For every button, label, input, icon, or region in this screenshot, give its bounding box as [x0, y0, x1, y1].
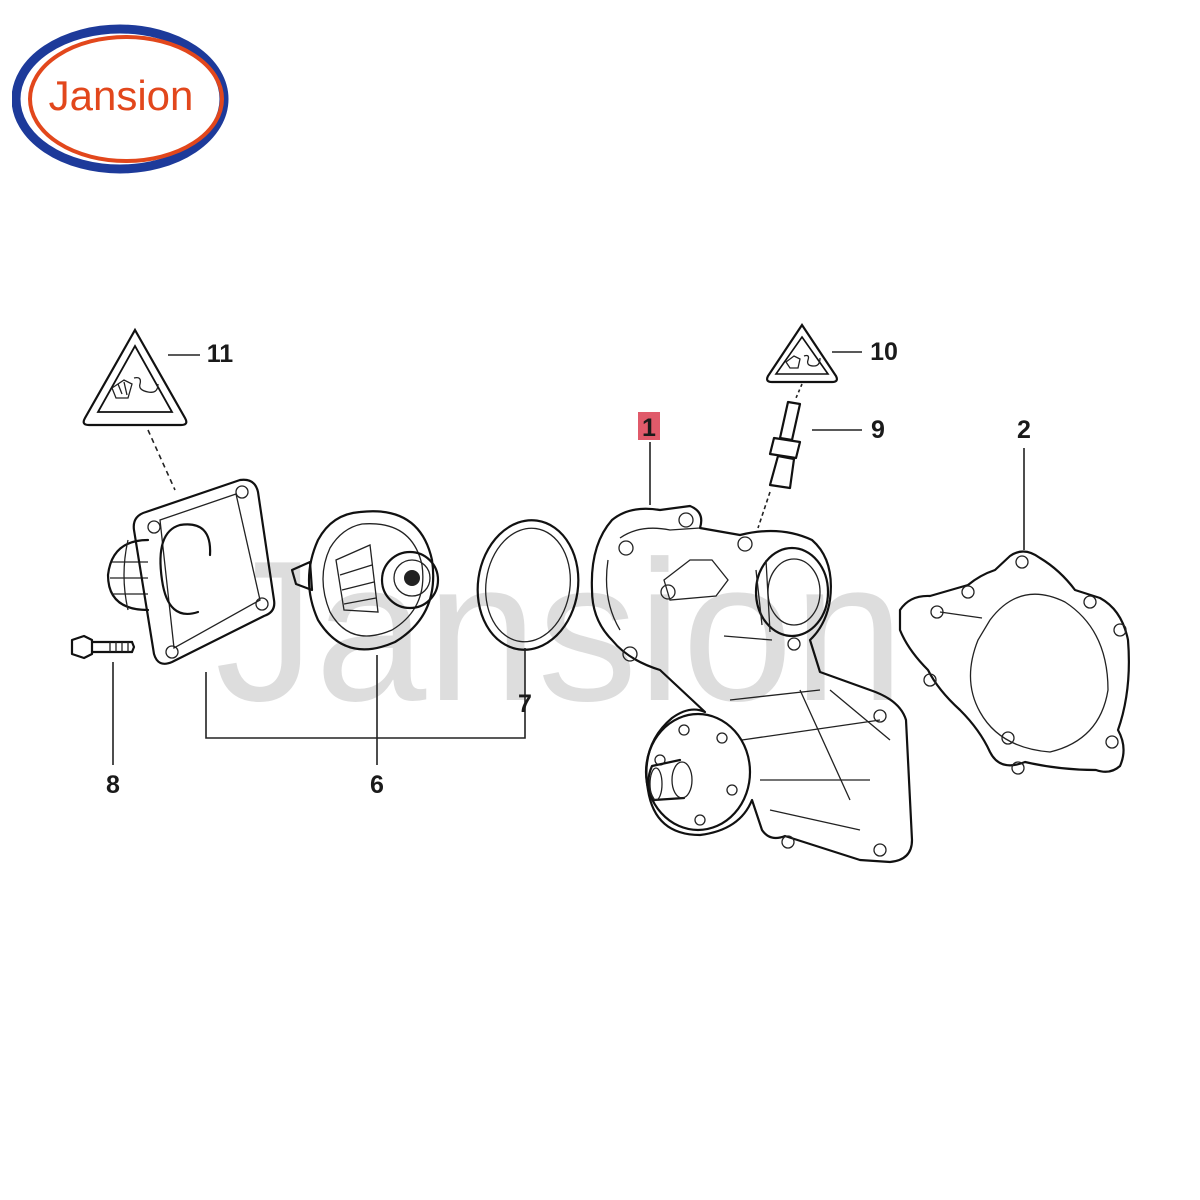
bolt-part	[70, 634, 136, 660]
callout-11: 11	[207, 340, 234, 368]
callout-1-highlight	[638, 412, 660, 440]
water-pump-housing-part	[590, 504, 914, 864]
callout-6: 6	[370, 771, 384, 799]
callout-10: 10	[870, 338, 898, 366]
callout-7: 7	[518, 690, 532, 718]
callout-2: 2	[1017, 416, 1031, 444]
temperature-sensor-part	[768, 400, 802, 490]
callout-8: 8	[106, 771, 120, 799]
logo-wordmark: Jansion	[48, 72, 194, 119]
o-ring-part	[476, 519, 580, 651]
sealant-warning-icon-11	[82, 327, 188, 427]
callout-labels: 1 2 6 7 8 9 10 11	[106, 338, 1031, 799]
logo: Jansion	[11, 22, 230, 174]
callout-1: 1	[642, 414, 656, 442]
logo-emblem-icon	[11, 24, 229, 174]
gasket-part	[898, 550, 1130, 775]
thermostat-cover-part	[106, 478, 276, 665]
sealant-warning-icon-10	[766, 323, 838, 384]
callout-9: 9	[871, 416, 885, 444]
thermostat-part	[290, 510, 440, 651]
